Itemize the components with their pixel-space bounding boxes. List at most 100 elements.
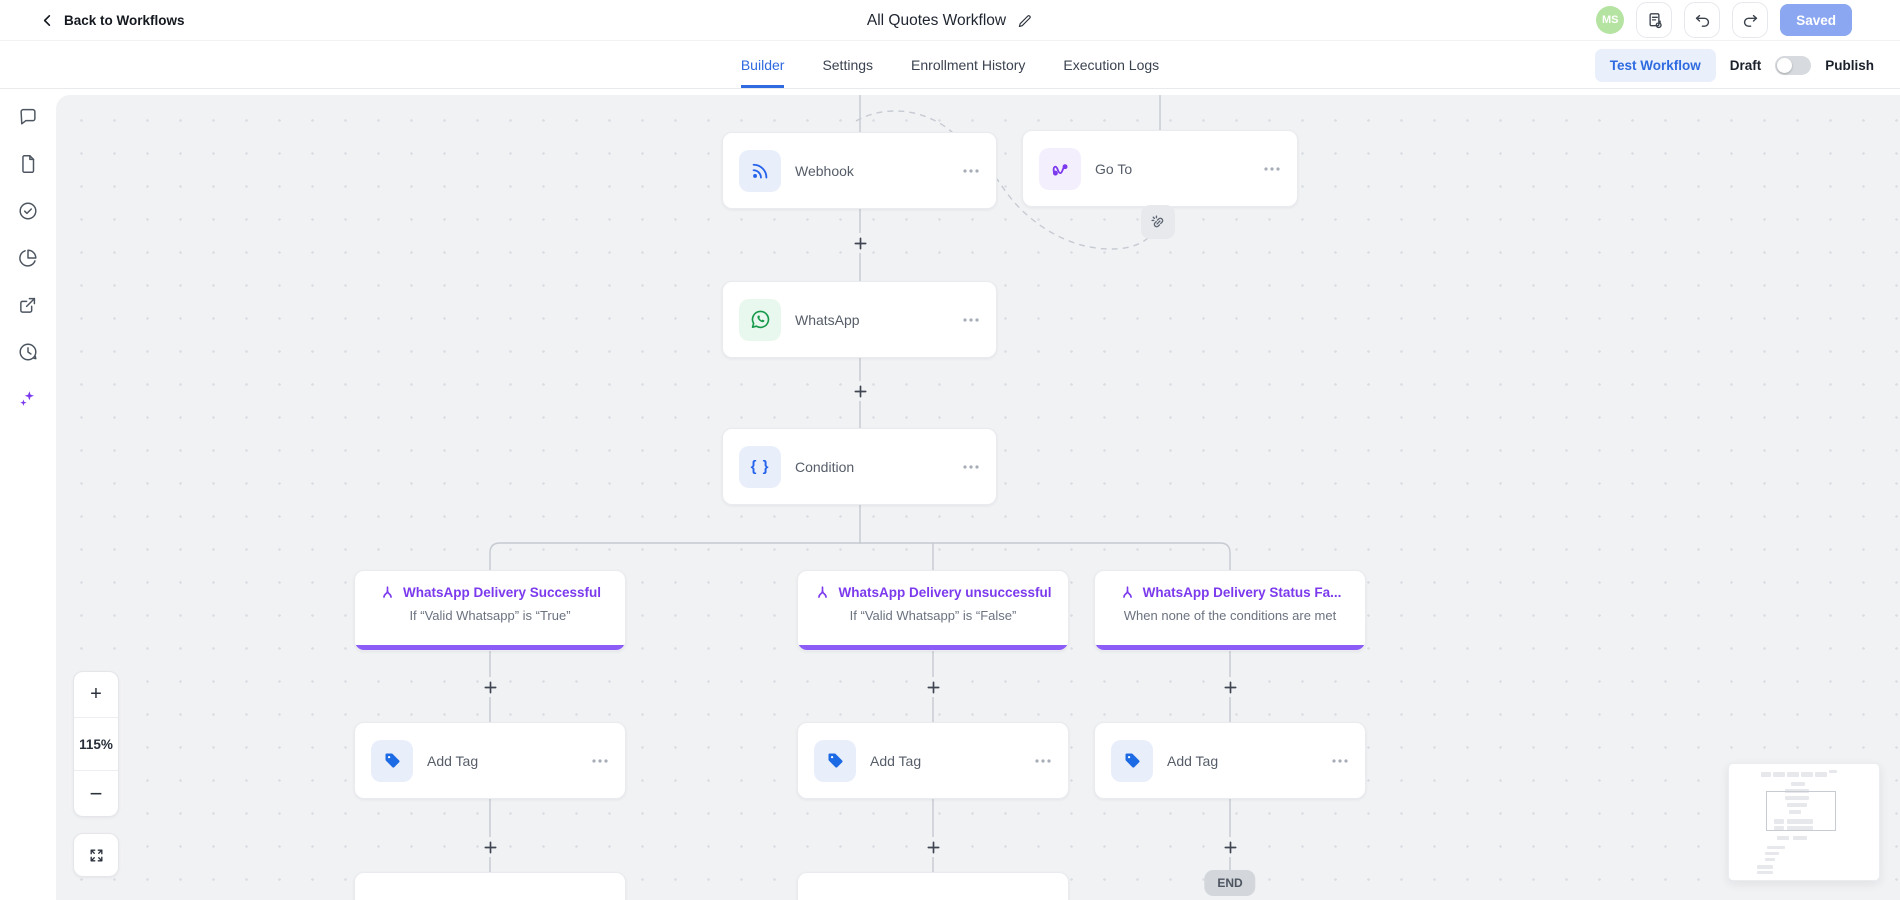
redo-button[interactable] (1732, 2, 1769, 38)
comment-icon[interactable] (17, 106, 39, 128)
condition-icon: { } (739, 445, 781, 488)
minimap[interactable] (1728, 763, 1880, 881)
draft-label: Draft (1729, 57, 1762, 73)
add-step-button[interactable] (1220, 837, 1240, 857)
node-condition[interactable]: { } Condition (722, 428, 997, 505)
more-options-icon[interactable] (962, 317, 980, 323)
back-button[interactable]: Back to Workflows (40, 13, 185, 28)
node-add-tag-3[interactable]: Add Tag (1094, 722, 1366, 799)
chevron-left-icon (43, 14, 51, 26)
publish-label: Publish (1825, 57, 1874, 73)
header-actions: MS Saved (1596, 2, 1852, 38)
zoom-in-button[interactable]: + (74, 672, 118, 718)
tabs-group: Builder Settings Enrollment History Exec… (740, 41, 1160, 88)
workflow-title-group: All Quotes Workflow (867, 0, 1033, 41)
minimap-viewport[interactable] (1766, 791, 1836, 831)
tab-builder[interactable]: Builder (740, 41, 785, 88)
branch-subtitle: If “Valid Whatsapp” is “False” (849, 608, 1017, 623)
document-icon[interactable] (17, 153, 39, 175)
branch-accent-bar (1095, 645, 1365, 650)
versions-button[interactable] (1636, 2, 1673, 38)
app-header: Back to Workflows All Quotes Workflow MS… (0, 0, 1900, 41)
more-options-icon[interactable] (1034, 758, 1052, 764)
pie-chart-icon[interactable] (17, 247, 39, 269)
branch-card-1[interactable]: WhatsApp Delivery Successful If “Valid W… (354, 570, 626, 651)
check-circle-icon[interactable] (17, 200, 39, 222)
external-link-icon[interactable] (17, 294, 39, 316)
ai-sparkles-icon[interactable] (17, 388, 39, 410)
node-label: Add Tag (870, 752, 922, 769)
redo-icon (1743, 14, 1757, 27)
node-whatsapp[interactable]: WhatsApp (722, 281, 997, 358)
branch-title: WhatsApp Delivery Successful (402, 585, 602, 600)
more-options-icon[interactable] (591, 758, 609, 764)
branch-accent-bar (798, 645, 1068, 650)
add-step-button[interactable] (850, 381, 870, 401)
node-add-tag-2[interactable]: Add Tag (797, 722, 1069, 799)
toggle-knob (1777, 57, 1793, 73)
zoom-controls: + 115% − (73, 671, 119, 817)
left-sidebar (0, 89, 56, 900)
undo-icon (1695, 14, 1709, 27)
workflow-actions: Test Workflow Draft Publish (1594, 41, 1874, 89)
node-webhook[interactable]: Webhook (722, 132, 997, 209)
branch-title: WhatsApp Delivery unsuccessful (838, 585, 1052, 600)
branch-fork-icon (1122, 586, 1132, 598)
branch-subtitle: If “Valid Whatsapp” is “True” (409, 608, 571, 623)
node-partial-1[interactable] (354, 872, 626, 900)
publish-toggle[interactable] (1775, 55, 1812, 75)
node-label: Condition (795, 458, 855, 475)
branch-card-3[interactable]: WhatsApp Delivery Status Fa... When none… (1094, 570, 1366, 651)
add-step-button[interactable] (850, 233, 870, 253)
add-step-button[interactable] (923, 837, 943, 857)
main-area: Webhook Go To WhatsApp (0, 89, 1900, 900)
history-clock-icon[interactable] (17, 341, 39, 363)
undo-button[interactable] (1684, 2, 1721, 38)
tag-icon (1111, 739, 1153, 782)
tab-settings[interactable]: Settings (822, 56, 874, 73)
tag-icon (814, 739, 856, 782)
test-workflow-button[interactable]: Test Workflow (1594, 48, 1716, 82)
branch-fork-icon (383, 586, 392, 598)
detach-link-icon[interactable] (1141, 205, 1175, 239)
whatsapp-icon (739, 298, 781, 341)
node-label: Go To (1095, 160, 1133, 177)
node-label: Webhook (795, 162, 854, 179)
node-label: WhatsApp (795, 311, 860, 328)
expand-icon (90, 849, 102, 861)
tag-icon (371, 739, 413, 782)
add-step-button[interactable] (480, 677, 500, 697)
branch-subtitle: When none of the conditions are met (1123, 608, 1337, 623)
add-step-button[interactable] (923, 677, 943, 697)
node-partial-2[interactable] (797, 872, 1069, 900)
node-label: Add Tag (1167, 752, 1219, 769)
edit-title-icon[interactable] (1017, 13, 1033, 29)
branch-accent-bar (355, 645, 625, 650)
more-options-icon[interactable] (1331, 758, 1349, 764)
fit-view-button[interactable] (73, 833, 119, 877)
back-label: Back to Workflows (64, 12, 185, 28)
workflow-canvas[interactable]: Webhook Go To WhatsApp (56, 95, 1900, 900)
more-options-icon[interactable] (962, 168, 980, 174)
branch-card-2[interactable]: WhatsApp Delivery unsuccessful If “Valid… (797, 570, 1069, 651)
node-add-tag-1[interactable]: Add Tag (354, 722, 626, 799)
tab-bar: Builder Settings Enrollment History Exec… (0, 41, 1900, 89)
node-go-to[interactable]: Go To (1022, 130, 1298, 207)
end-badge: END (1204, 870, 1256, 896)
tab-enrollment-history[interactable]: Enrollment History (911, 56, 1026, 73)
avatar[interactable]: MS (1596, 6, 1625, 34)
more-options-icon[interactable] (962, 464, 980, 470)
saved-button[interactable]: Saved (1780, 4, 1852, 36)
add-step-button[interactable] (480, 837, 500, 857)
webhook-icon (739, 149, 781, 192)
tab-execution-logs[interactable]: Execution Logs (1063, 56, 1160, 73)
page-title: All Quotes Workflow (866, 11, 1007, 29)
branch-title: WhatsApp Delivery Status Fa... (1142, 585, 1342, 600)
more-options-icon[interactable] (1263, 166, 1281, 172)
add-step-button[interactable] (1220, 677, 1240, 697)
node-label: Add Tag (427, 752, 479, 769)
zoom-level: 115% (79, 736, 113, 752)
zoom-out-button[interactable]: − (74, 770, 118, 816)
go-to-icon (1039, 147, 1081, 190)
